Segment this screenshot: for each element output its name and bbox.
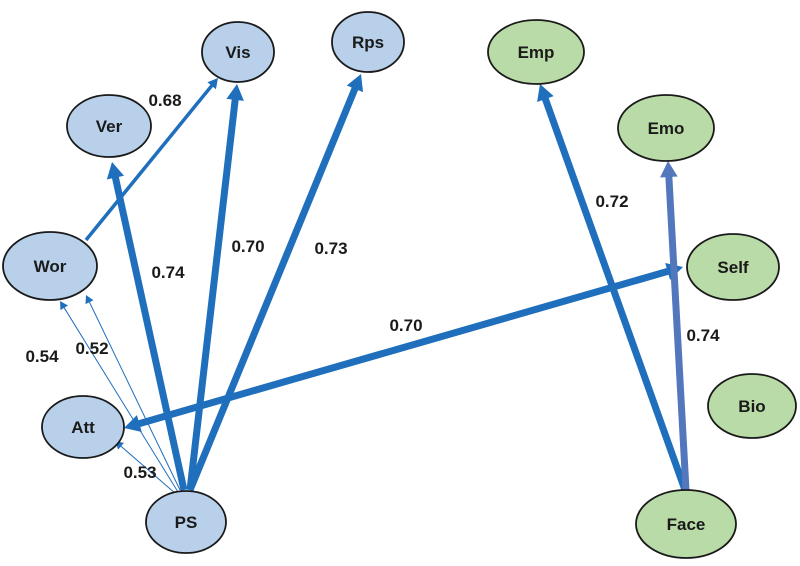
node-label: Rps [352, 33, 384, 52]
node-label: Face [667, 515, 706, 534]
edges-layer [60, 74, 690, 495]
edge-line [88, 300, 181, 491]
edge-line [186, 96, 240, 491]
edge-weight-label: 0.74 [151, 263, 185, 282]
node-ellipse [2, 231, 98, 301]
node-label: Emp [518, 43, 555, 62]
node-wor: Wor [2, 231, 98, 301]
node-label: Wor [34, 257, 67, 276]
edge-ps-to-vis [186, 84, 244, 491]
edge-att-to-wor [60, 301, 179, 493]
arrowhead [124, 415, 142, 433]
node-ps: PS [145, 490, 227, 554]
edge-face-to-emo [660, 161, 690, 491]
node-label: Bio [738, 397, 765, 416]
node-self: Self [686, 233, 780, 301]
edge-line [665, 173, 690, 491]
arrowhead [537, 84, 554, 103]
arrowhead [346, 74, 364, 93]
node-ellipse [66, 94, 152, 158]
node-label: Emo [648, 119, 685, 138]
arrowhead [660, 161, 678, 178]
edge-labels-layer: 0.68 0.74 0.70 0.73 0.52 0.54 0.53 0.70 0.72 0.74 [25, 91, 720, 482]
node-label: Vis [225, 43, 250, 62]
node-ellipse [707, 373, 797, 439]
edge-line [62, 306, 179, 493]
edge-weight-label: 0.73 [314, 239, 347, 258]
edge-line [186, 84, 360, 492]
node-label: Att [71, 418, 95, 437]
edge-line [111, 173, 188, 491]
edge-line [84, 83, 215, 242]
node-att: Att [41, 395, 125, 459]
node-face: Face [635, 489, 737, 559]
edge-line [119, 444, 177, 495]
edge-ps-to-wor [85, 295, 181, 491]
node-label: Ver [96, 117, 123, 136]
edge-weight-label: 0.72 [595, 192, 628, 211]
node-ellipse [331, 11, 405, 73]
node-rps: Rps [331, 11, 405, 73]
node-label: Self [717, 258, 749, 277]
arrowhead [60, 301, 68, 311]
edge-ps-to-ver [106, 162, 188, 491]
node-ellipse [617, 94, 715, 162]
node-ellipse [686, 233, 780, 301]
edge-weight-label: 0.70 [231, 237, 264, 256]
edge-ps-to-rps [186, 74, 364, 492]
arrowhead [226, 84, 244, 101]
edge-weight-label: 0.53 [123, 463, 156, 482]
node-ellipse [635, 489, 737, 559]
arrowhead [207, 78, 218, 90]
node-emp: Emp [487, 19, 585, 85]
node-ellipse [41, 395, 125, 459]
node-ellipse [145, 490, 227, 554]
node-ellipse [201, 21, 275, 83]
node-bio: Bio [707, 373, 797, 439]
edge-weight-label: 0.52 [75, 339, 108, 358]
edge-line [541, 94, 689, 492]
node-ellipse [487, 19, 585, 85]
edge-weight-label: 0.70 [389, 316, 422, 335]
edge-face-to-emp [537, 84, 689, 492]
edge-wor-to-vis [84, 78, 218, 242]
node-emo: Emo [617, 94, 715, 162]
arrowhead [106, 162, 125, 180]
node-vis: Vis [201, 21, 275, 83]
arrowhead [85, 295, 94, 305]
edge-weight-label: 0.68 [148, 91, 181, 110]
edge-weight-label: 0.74 [686, 326, 720, 345]
node-ver: Ver [66, 94, 152, 158]
node-label: PS [175, 513, 198, 532]
edge-line [135, 267, 672, 428]
edge-weight-label: 0.54 [25, 347, 59, 366]
